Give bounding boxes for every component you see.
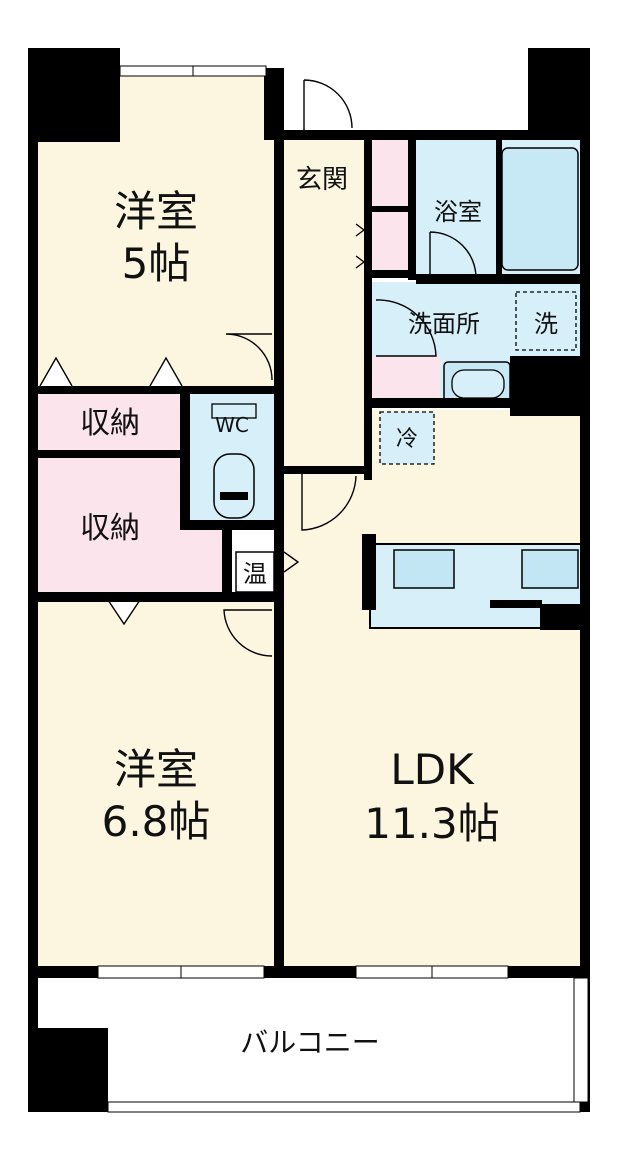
storage-upper-label: 収納: [80, 406, 140, 441]
toilet-seat-icon: [220, 492, 248, 500]
toilet-bowl-icon: [213, 453, 255, 519]
kitchen-counter-edge: [490, 600, 542, 608]
kitchen-sink-icon: [393, 549, 455, 589]
fridge-space-icon: [379, 411, 435, 465]
western-68-door-icon: [223, 609, 273, 657]
ldk-name: LDK: [390, 745, 475, 794]
storage-upper-fill: [36, 392, 184, 450]
storage-lower-label: 収納: [80, 511, 140, 546]
windows: [97, 65, 589, 1113]
entrance-door-icon: [303, 79, 353, 132]
entrance-label: 玄関: [296, 165, 348, 195]
washroom-door-icon: [375, 299, 437, 357]
western-5-door-icon: [225, 333, 273, 381]
bath-door-icon: [429, 231, 477, 280]
fridge-label: 冷: [396, 427, 418, 452]
hall-lower-fill: [282, 470, 372, 610]
western-room-5-name: 洋室: [114, 187, 198, 236]
water-heater-label: 温: [243, 560, 267, 588]
kitchen-column: [540, 604, 586, 630]
balcony-fill: [36, 976, 586, 1106]
walls: [28, 48, 590, 1112]
washroom-label: 洗面所: [408, 310, 480, 338]
western-room-5-size: 5帖: [122, 239, 191, 288]
washer-space-icon: [515, 291, 577, 351]
kitchen-stove-icon: [521, 549, 579, 589]
balcony-label: バルコニー: [240, 1026, 379, 1059]
ldk-door-icon: [301, 472, 357, 531]
western-room-68-name: 洋室: [114, 745, 198, 794]
closet-lower-door-icon: [107, 599, 141, 626]
shoe-cabinet-fill: [370, 140, 410, 270]
ldk-size: 11.3帖: [364, 799, 500, 848]
western-room-68-size: 6.8帖: [102, 797, 211, 846]
wash-basin-bowl-icon: [451, 369, 505, 399]
heater-arrow-icon: [283, 551, 300, 573]
bathtub-icon: [501, 147, 579, 271]
bath-label: 浴室: [434, 198, 482, 226]
wc-label: WC: [215, 413, 249, 437]
washer-label: 洗: [534, 310, 558, 338]
western-room-68-fill: [36, 600, 274, 970]
toilet-tank-icon: [211, 403, 257, 419]
linen-shelf-fill: [372, 356, 440, 404]
kitchen-counter-end: [362, 534, 376, 610]
closet-upper-door-icon: [39, 356, 183, 387]
water-heater-icon: [235, 551, 275, 593]
